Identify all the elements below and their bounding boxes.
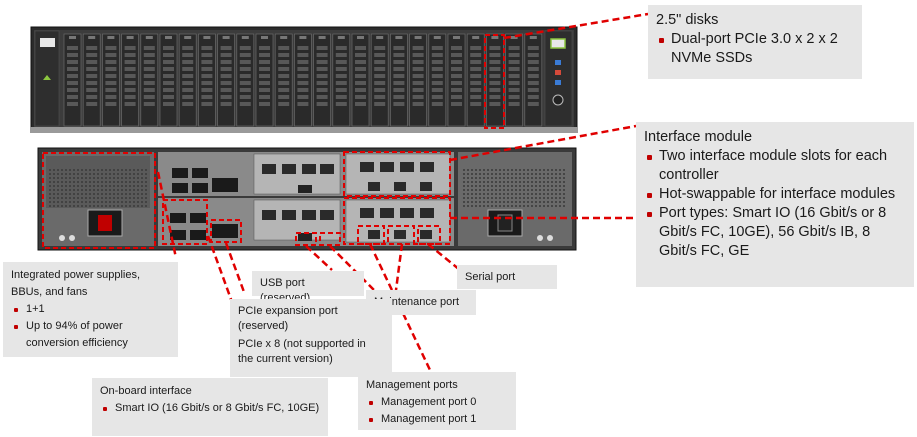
disk-slot <box>409 33 427 127</box>
callout-management-ports: Management ports Management port 0 Manag… <box>358 372 516 430</box>
callout-interface-module-item: Two interface module slots for each cont… <box>644 147 906 185</box>
disk-slot <box>140 33 159 127</box>
callout-interface-module-item: Hot-swappable for interface modules <box>644 185 906 204</box>
disk-slot <box>466 33 485 127</box>
disk-slot <box>121 33 139 127</box>
disk-slot <box>236 33 255 127</box>
disk-slot <box>178 33 197 127</box>
front-panel <box>30 26 578 133</box>
callout-management-ports-title: Management ports <box>366 379 458 391</box>
disk-slot <box>217 33 235 127</box>
callout-usb-port: USB port (reserved) <box>252 271 364 304</box>
disk-slot <box>198 33 216 127</box>
disk-slot <box>505 33 523 127</box>
disk-slot <box>102 33 120 127</box>
disk-slot <box>447 33 466 127</box>
disk-slot <box>332 33 351 127</box>
disk-slot <box>274 33 293 127</box>
disk-slot <box>524 33 543 127</box>
callout-management-ports-item: Management port 1 <box>366 411 508 428</box>
callout-power-item: 1+1 <box>11 301 170 318</box>
disk-slot <box>370 33 389 127</box>
disk-slot <box>82 33 101 127</box>
disk-slot <box>351 33 370 127</box>
callout-disks-item: Dual-port PCIe 3.0 x 2 x 2 NVMe SSDs <box>656 30 854 68</box>
callout-disks-title: 2.5" disks <box>656 12 719 28</box>
disk-slots <box>63 33 543 127</box>
callout-power: Integrated power supplies, BBUs, and fan… <box>3 262 178 357</box>
disk-slot <box>428 33 447 127</box>
callout-pcie-port: PCIe expansion port (reserved) PCIe x 8 … <box>230 299 392 377</box>
rear-panel <box>37 147 577 251</box>
disk-slot <box>294 33 312 127</box>
callout-power-title: Integrated power supplies, BBUs, and fan… <box>11 269 141 298</box>
callout-onboard-interface-item: Smart IO (16 Gbit/s or 8 Gbit/s FC, 10GE… <box>100 400 320 417</box>
callout-interface-module-item: Port types: Smart IO (16 Gbit/s or 8 Gbi… <box>644 204 906 261</box>
callout-interface-module: Interface module Two interface module sl… <box>636 122 914 287</box>
leader-lines <box>156 12 649 371</box>
disk-slot <box>390 33 408 127</box>
callout-disks: 2.5" disks Dual-port PCIe 3.0 x 2 x 2 NV… <box>648 5 862 79</box>
callout-pcie-line: PCIe x 8 (not supported in the current v… <box>238 338 366 365</box>
callout-maintenance-port-title: Maintenance port <box>374 296 459 308</box>
callout-serial-port-title: Serial port <box>465 271 516 283</box>
disk-slot <box>255 33 274 127</box>
callout-pcie-line: PCIe expansion port (reserved) <box>238 305 338 332</box>
callout-onboard-interface-title: On-board interface <box>100 385 192 397</box>
disk-slot <box>313 33 331 127</box>
callout-interface-module-title: Interface module <box>644 129 753 145</box>
callout-management-ports-item: Management port 0 <box>366 394 508 411</box>
callout-serial-port: Serial port <box>457 265 557 289</box>
callout-power-item: Up to 94% of power conversion efficiency <box>11 318 170 352</box>
disk-slot <box>159 33 178 127</box>
callout-onboard-interface: On-board interface Smart IO (16 Gbit/s o… <box>92 378 328 436</box>
disk-slot <box>486 33 504 127</box>
disk-slot <box>63 33 82 127</box>
